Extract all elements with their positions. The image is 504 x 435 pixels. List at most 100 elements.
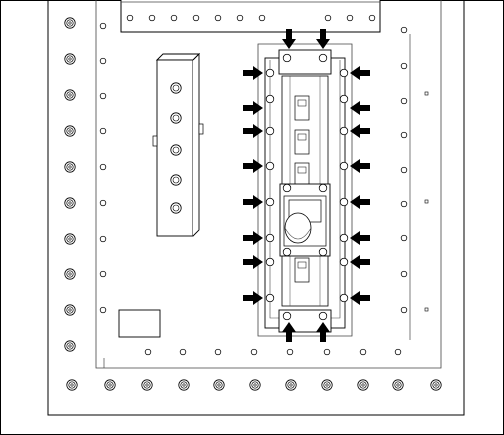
screw-center	[434, 383, 438, 387]
screw-outer-ring	[64, 268, 76, 280]
cover-fastener	[265, 293, 275, 303]
callout-arrow	[243, 255, 263, 269]
tab-fastener	[318, 311, 328, 321]
screw-inner-ring	[287, 381, 295, 389]
screw-center	[68, 237, 72, 241]
top-bracket	[120, 0, 381, 33]
marker-square	[424, 199, 429, 204]
cover-clip-detail	[297, 133, 307, 141]
cover-fastener	[265, 197, 275, 207]
callout-arrow	[243, 195, 263, 209]
screw-outer-ring	[321, 379, 333, 391]
cover-fastener	[339, 293, 349, 303]
edge-screw	[64, 268, 76, 280]
center-device-dome	[284, 212, 312, 244]
device-fastener	[282, 183, 292, 193]
inner-screw	[286, 348, 294, 356]
screw-outer-ring	[66, 379, 78, 391]
edge-screw	[66, 379, 78, 391]
cover-fastener	[339, 126, 349, 136]
marker-square	[424, 91, 429, 96]
edge-screw	[104, 379, 116, 391]
screw-center	[68, 129, 72, 133]
callout-arrow	[350, 159, 370, 173]
screw-inner-ring	[143, 381, 151, 389]
screw-center	[68, 308, 72, 312]
screw-inner-ring	[66, 91, 74, 99]
edge-screw	[64, 340, 76, 352]
top-bracket-screw	[148, 14, 156, 22]
cover-fastener	[339, 257, 349, 267]
inner-screw	[99, 22, 107, 30]
top-bracket-screw	[258, 14, 266, 22]
screw-inner-ring	[68, 381, 76, 389]
callout-arrow	[350, 195, 370, 209]
device-fastener	[318, 183, 328, 193]
device-fastener	[282, 247, 292, 257]
top-bracket-screw	[192, 14, 200, 22]
screw-center	[145, 383, 149, 387]
inner-screw	[400, 97, 408, 105]
screw-center	[68, 57, 72, 61]
screw-outer-ring	[213, 379, 225, 391]
screw-inner-ring	[66, 306, 74, 314]
inner-screw	[99, 57, 107, 65]
screw-inner-ring	[66, 127, 74, 135]
inner-sheet-edge	[95, 0, 442, 369]
inner-screw	[99, 92, 107, 100]
top-bracket-screw	[214, 14, 222, 22]
screw-outer-ring	[104, 379, 116, 391]
screw-outer-ring	[64, 197, 76, 209]
callout-arrow	[350, 66, 370, 80]
screw-inner-ring	[251, 381, 259, 389]
cover-clip	[294, 257, 310, 283]
screw-inner-ring	[66, 199, 74, 207]
inner-screw	[400, 166, 408, 174]
edge-screw	[213, 379, 225, 391]
edge-screw	[64, 17, 76, 29]
screw-inner-ring	[323, 381, 331, 389]
connector-outer	[170, 144, 182, 156]
screw-inner-ring	[66, 342, 74, 350]
screw-inner-ring	[66, 235, 74, 243]
top-bracket-screw	[170, 14, 178, 22]
callout-arrow	[243, 66, 263, 80]
callout-arrow	[282, 29, 296, 49]
label-plate	[118, 309, 161, 338]
screw-outer-ring	[249, 379, 261, 391]
screw-inner-ring	[106, 381, 114, 389]
cover-clip-detail	[297, 166, 307, 174]
screw-center	[396, 383, 400, 387]
top-bracket-screw	[236, 14, 244, 22]
edge-screw	[64, 125, 76, 137]
panel-outline	[47, 0, 465, 416]
callout-arrow	[243, 291, 263, 305]
screw-inner-ring	[66, 55, 74, 63]
cover-fastener	[339, 161, 349, 171]
connector-inner	[172, 176, 180, 184]
edge-screw	[285, 379, 297, 391]
cover-fastener	[339, 68, 349, 78]
bracket-side-face	[192, 52, 200, 237]
screw-outer-ring	[64, 17, 76, 29]
callout-arrow	[350, 291, 370, 305]
cover-fastener	[265, 257, 275, 267]
connector-inner	[172, 146, 180, 154]
connector-inner	[172, 84, 180, 92]
screw-outer-ring	[392, 379, 404, 391]
callout-arrows	[243, 29, 370, 342]
screw-outer-ring	[178, 379, 190, 391]
screw-inner-ring	[394, 381, 402, 389]
right-side-screws	[400, 26, 408, 314]
inner-screw	[400, 131, 408, 139]
inner-screw	[144, 348, 152, 356]
inner-screw	[359, 348, 367, 356]
connector-inner	[172, 204, 180, 212]
inner-screw	[400, 62, 408, 70]
tab-fastener	[282, 53, 292, 63]
vertical-bracket	[152, 52, 204, 237]
cover-clip	[294, 129, 310, 155]
callout-arrow	[243, 231, 263, 245]
screw-outer-ring	[64, 340, 76, 352]
